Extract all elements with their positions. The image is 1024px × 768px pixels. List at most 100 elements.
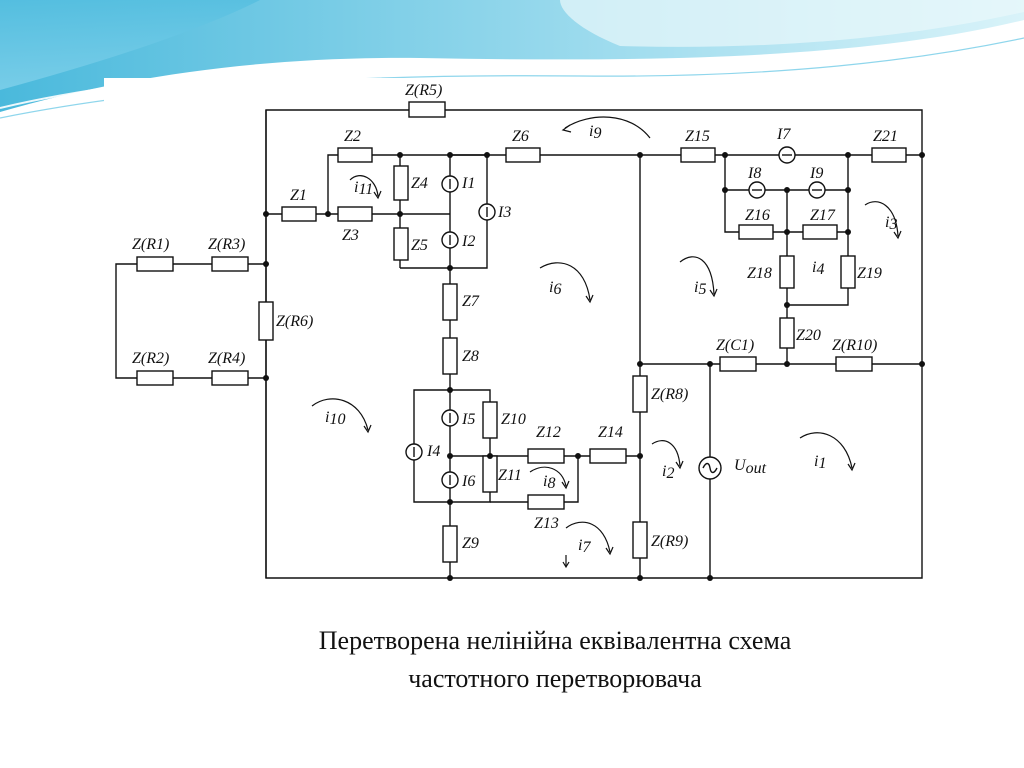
junction-dots: [263, 152, 925, 581]
resistor-z21: [871, 147, 907, 163]
resistor-z20: [779, 317, 795, 349]
label-zr3: Z(R3): [208, 236, 245, 253]
label-z4: Z4: [411, 175, 428, 192]
label-z5: Z5: [411, 237, 428, 254]
resistor-z6: [505, 147, 541, 163]
source-i9: [808, 181, 826, 199]
label-i6: I6: [461, 473, 475, 490]
resistor-z11: [482, 455, 498, 493]
label-z2: Z2: [344, 128, 361, 145]
label-i1: I1: [461, 175, 475, 192]
label-z16: Z16: [745, 207, 770, 224]
label-z9: Z9: [462, 535, 479, 552]
loop-label-i4: i4: [812, 259, 824, 278]
label-z18: Z18: [747, 265, 772, 282]
resistor-z7: [442, 283, 458, 321]
label-zc1: Z(C1): [716, 337, 754, 354]
source-i2: [441, 231, 459, 249]
resistor-z17: [802, 224, 838, 240]
resistor-z14: [589, 448, 627, 464]
resistor-z5: [393, 227, 409, 261]
loop-current-labels: i11 i9 i3 i4 i5 i6 i10 i2 i1 i8 i7: [325, 123, 897, 556]
label-z8: Z8: [462, 348, 479, 365]
source-i3: [478, 203, 496, 221]
loop-label-i2: i2: [662, 463, 674, 482]
loop-arrows: [311, 116, 902, 569]
label-z7: Z7: [462, 293, 480, 310]
loop-label-i3: i3: [885, 214, 897, 233]
loop-label-i6: i6: [549, 279, 561, 298]
resistor-zr9: [632, 521, 648, 559]
resistor-zr6: [258, 301, 274, 341]
source-i8: [748, 181, 766, 199]
label-i8: I8: [747, 165, 761, 182]
resistor-z15: [680, 147, 716, 163]
label-zr2: Z(R2): [132, 350, 169, 367]
source-i7: [778, 146, 796, 164]
resistor-z4: [393, 165, 409, 201]
label-z14: Z14: [598, 424, 623, 441]
label-z13: Z13: [534, 515, 559, 532]
label-i3: I3: [497, 204, 511, 221]
label-i4: I4: [426, 443, 440, 460]
slide-caption: Перетворена нелінійна еквівалентна схема…: [0, 622, 1024, 698]
label-zr1: Z(R1): [132, 236, 169, 253]
loop-label-i9: i9: [589, 123, 601, 142]
label-z21: Z21: [873, 128, 898, 145]
label-z12: Z12: [536, 424, 561, 441]
label-z17: Z17: [810, 207, 836, 224]
label-i7: I7: [776, 126, 791, 143]
resistor-z3: [337, 206, 373, 222]
source-i4: [405, 443, 423, 461]
resistor-z13: [527, 494, 565, 510]
resistor-z16: [738, 224, 774, 240]
label-zr10: Z(R10): [832, 337, 877, 354]
voltage-source-uout: [698, 456, 722, 480]
circuit-wires: [115, 109, 923, 579]
label-zr6: Z(R6): [276, 313, 313, 330]
resistor-zr5: [408, 101, 446, 118]
resistor-z12: [527, 448, 565, 464]
resistor-z9: [442, 525, 458, 563]
loop-label-i1: i1: [814, 453, 826, 472]
source-i5: [441, 409, 459, 427]
resistor-zc1: [719, 356, 757, 372]
label-zr9: Z(R9): [651, 533, 688, 550]
resistor-zr1: [136, 256, 174, 272]
source-i6: [441, 471, 459, 489]
label-i2: I2: [461, 233, 475, 250]
resistor-zr4: [211, 370, 249, 386]
label-z11: Z11: [498, 467, 522, 484]
impedance-elements: [136, 101, 907, 563]
resistor-zr3: [211, 256, 249, 272]
resistor-zr2: [136, 370, 174, 386]
resistor-z1: [281, 206, 317, 222]
caption-line-1: Перетворена нелінійна еквівалентна схема: [318, 626, 792, 655]
label-z3: Z3: [342, 227, 359, 244]
resistor-z8: [442, 337, 458, 375]
label-uout: Uout: [734, 457, 767, 477]
label-z15: Z15: [685, 128, 710, 145]
resistor-z19: [840, 255, 856, 289]
label-z1: Z1: [290, 187, 307, 204]
label-z19: Z19: [857, 265, 882, 282]
resistor-zr8: [632, 375, 648, 413]
loop-label-i11: i11: [354, 179, 373, 198]
label-i9: I9: [809, 165, 823, 182]
label-z20: Z20: [796, 327, 821, 344]
resistor-z18: [779, 255, 795, 289]
label-i5: I5: [461, 411, 475, 428]
caption-line-2: частотного перетворювача: [408, 664, 702, 693]
current-sources: [405, 146, 826, 489]
label-zr8: Z(R8): [651, 386, 688, 403]
resistor-z10: [482, 401, 498, 439]
label-z6: Z6: [512, 128, 529, 145]
loop-label-i7: i7: [578, 537, 591, 556]
label-z10: Z10: [501, 411, 526, 428]
loop-label-i8: i8: [543, 473, 555, 492]
label-zr5: Z(R5): [405, 82, 442, 99]
loop-label-i5: i5: [694, 279, 706, 298]
source-i1: [441, 175, 459, 193]
label-zr4: Z(R4): [208, 350, 245, 367]
